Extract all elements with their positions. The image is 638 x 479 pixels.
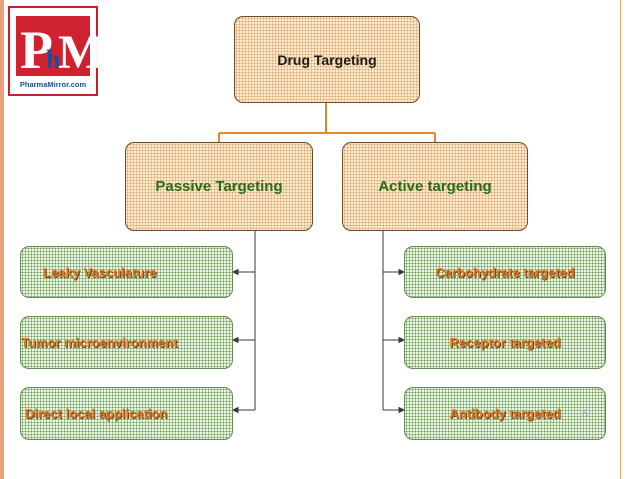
slide-number: 6 [582, 408, 589, 420]
active-item-label: Receptor targeted [449, 335, 561, 350]
passive-item-direct-local-application: Direct local application [20, 387, 233, 440]
active-item-receptor-targeted: Receptor targeted [404, 316, 606, 369]
slide-right-border [620, 0, 621, 479]
active-item-carbohydrate-targeted: Carbohydrate targeted [404, 246, 606, 298]
passive-item-label: Direct local application [25, 406, 168, 421]
svg-text:M: M [58, 26, 98, 79]
root-node: Drug Targeting [234, 16, 420, 103]
passive-item-label: Tumor microenvironment [21, 335, 178, 350]
category-passive: Passive Targeting [125, 142, 313, 231]
passive-item-label: Leaky Vasculature [43, 264, 157, 280]
active-item-antibody-targeted: Antibody targeted [404, 387, 606, 440]
root-label: Drug Targeting [277, 51, 377, 68]
active-item-label: Antibody targeted [449, 406, 561, 421]
category-active: Active targeting [342, 142, 528, 231]
passive-item-tumor-microenvironment: Tumor microenvironment [20, 316, 233, 369]
svg-text:P: P [20, 20, 53, 80]
active-item-label: Carbohydrate targeted [435, 264, 575, 280]
category-passive-label: Passive Targeting [155, 178, 283, 195]
svg-text:h: h [46, 45, 61, 74]
slide-left-border [0, 0, 4, 479]
passive-item-leaky-vasculature: Leaky Vasculature [20, 246, 233, 298]
svg-text:PharmaMirror.com: PharmaMirror.com [20, 80, 87, 89]
pharmamirror-logo: P h M PharmaMirror.com [8, 6, 98, 96]
category-active-label: Active targeting [378, 178, 492, 195]
